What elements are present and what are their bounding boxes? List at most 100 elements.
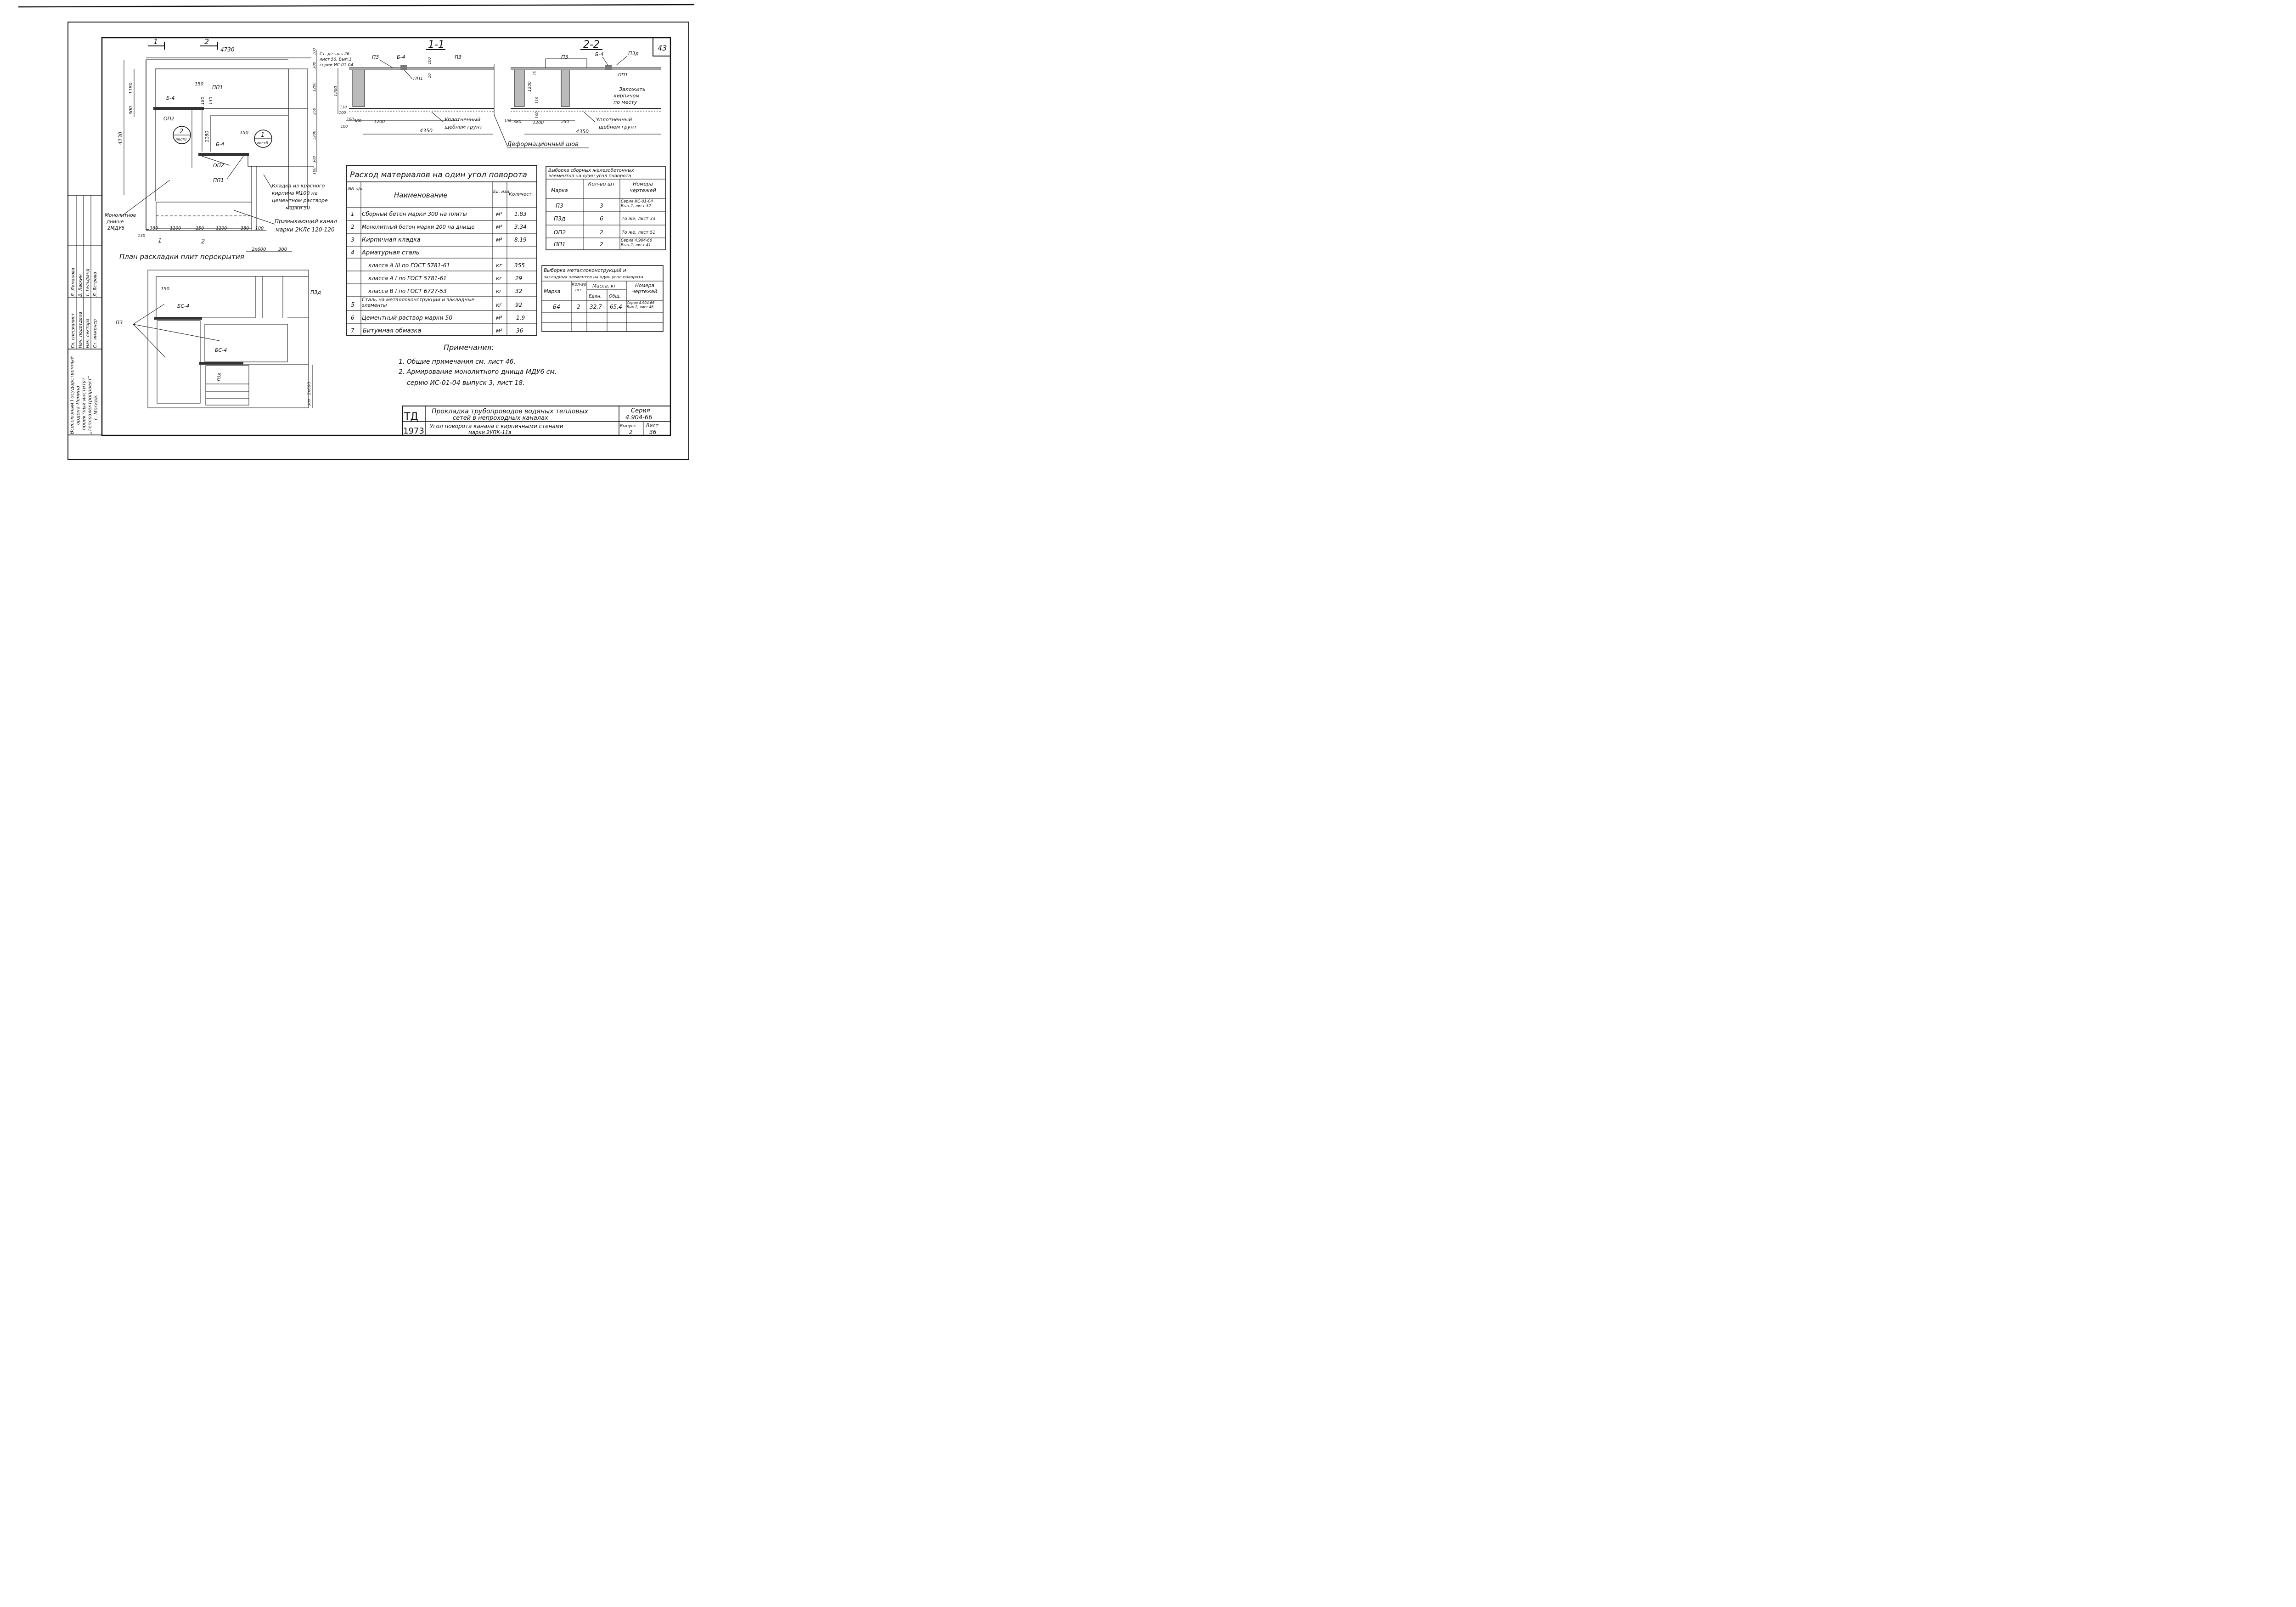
dim-130-bottom: 130 (138, 234, 145, 238)
dim-250-right: 250 (312, 108, 316, 115)
steel-header-mark: Марка (544, 288, 561, 294)
s2-soil-2: щебнем грунт (599, 124, 637, 130)
materials-header-qty: Количест. (509, 192, 533, 197)
s2-dim-380h: 380 (513, 120, 521, 124)
mat-row-7-name: класса В I по ГОСТ 6727-53 (368, 288, 447, 294)
mat-row-3-unit: м³ (496, 237, 502, 243)
precast-table: Выборка сборных железобетонных элементов… (546, 166, 666, 250)
s2-dim-250h: 250 (561, 120, 569, 124)
notes-title: Примечания: (444, 343, 494, 352)
callout-1-number: 1 (261, 132, 264, 139)
s2-soil-1: Уплотненный (596, 117, 632, 123)
stamp-name-3: Т. Гельфанд (85, 268, 90, 297)
mat-row-3-n: 3 (351, 237, 355, 243)
s2-dim-1200h: 1200 (533, 120, 544, 125)
s2-fill-2: кирпичом (613, 93, 640, 99)
mat-row-9-name: Цементный раствор марки 50 (362, 314, 452, 321)
side-stamp: Гл. специалист Л. Лиманова Нач. подотдел… (68, 195, 102, 435)
mat-row-1-name: Сборный бетон марки 300 на плиты (362, 211, 467, 217)
s2-dim-110: 110 (535, 97, 539, 104)
mat-row-9-qty: 1.9 (516, 315, 525, 321)
dim-300: 300 (129, 106, 134, 115)
dim-100-bottom: 100 (255, 226, 264, 231)
mat-row-3-name: Кирпичная кладка (362, 237, 421, 243)
lp-dim-150: 150 (161, 287, 169, 292)
steel-header-unit: Един. (589, 294, 602, 299)
drawing-canvas: 43 Гл. специалист Л. Лиманова Нач. подот… (18, 4, 695, 460)
ref-detail-3: серии ИС-01-04 (320, 63, 353, 68)
brick-note-3: цементном растворе (272, 197, 328, 203)
title-block-series-label: Серия (631, 407, 650, 414)
brick-note-2: кирпича М100 на (272, 190, 318, 196)
s2-label-p3d: П3д (628, 51, 639, 56)
s1-soil-1: Уплотненный (445, 117, 480, 123)
lp-dim-300a: 300 (278, 247, 287, 252)
lp-label-p3d-mid: П3д (217, 372, 222, 381)
label-op2-mid: ОП2 (213, 163, 224, 169)
adjacent-note-2: марки 2КЛс 120-120 (276, 226, 335, 233)
precast-row-1-drawing: Серия ИС-01-04 Вып.2, лист 32 (621, 199, 653, 209)
stamp-role-2: Нач. подотдела (78, 312, 83, 348)
cut-2-top: 2 (204, 37, 209, 46)
cut-2-bottom: 2 (201, 238, 205, 245)
dim-4130: 4130 (118, 132, 124, 145)
title-block-td: ТД (404, 411, 418, 423)
stamp-role-3: Нач. сектора (85, 318, 90, 348)
mat-row-8-name: Сталь на металлоконструкции и закладные … (362, 297, 474, 308)
title-block-year: 1973 (403, 426, 424, 436)
materials-header-unit: Ед. изм. (493, 190, 511, 194)
stamp-org-5: г. Москва. (93, 395, 99, 420)
s1-dim-100: 100 (428, 57, 432, 64)
notes: Примечания: 1. Общие примечания см. лист… (399, 343, 557, 387)
mat-row-1-n: 1 (351, 211, 355, 217)
s1-dim-1200h: 1200 (374, 119, 385, 124)
cut-1-top: 1 (153, 37, 158, 46)
precast-title-1: Выборка сборных железобетонных (548, 168, 634, 173)
dim-1200-right-2: 1200 (312, 131, 316, 140)
s1-dim-1200v: 1200 (334, 86, 338, 96)
dim-1200-bottom-2: 1200 (216, 226, 227, 231)
label-pp1-mid: ПП1 (213, 177, 224, 183)
steel-table: Выборка металлоконструкций и закладных э… (541, 265, 664, 332)
dim-150b: 150 (240, 130, 248, 135)
stamp-role-1: Гл. специалист (71, 313, 76, 348)
precast-row-2-mark: П3д (554, 215, 565, 222)
title-block-title-2: сетей в непроходных каналах (453, 415, 548, 422)
mat-row-9-unit: м³ (496, 315, 502, 321)
mat-row-2-name: Монолитный бетон марки 200 на днище (362, 224, 475, 230)
bottom-note-3: 2МДУ6 (107, 226, 124, 231)
precast-row-4-drawing: Серия 4.904-66 Вып.2, лист 41 (621, 238, 653, 248)
label-b4-top: Б-4 (166, 95, 175, 101)
section-1-title: 1-1 (428, 39, 445, 51)
cut-1-bottom: 1 (158, 237, 162, 244)
stamp-org-1: Всесоюзный Государственный (69, 356, 75, 434)
mat-row-2-n: 2 (351, 224, 355, 230)
precast-header-mark: Марка (551, 187, 568, 193)
mat-row-1-qty: 1.83 (514, 211, 527, 217)
callout-2-sheet: лист8 (175, 137, 186, 141)
s1-label-b4: Б-4 (397, 54, 405, 60)
precast-row-4-mark: ПП1 (554, 241, 566, 248)
steel-row-1-drawing: Серия 4.904-66 Вып.2, лист 46 (627, 301, 655, 309)
precast-row-1-qty: 3 (600, 203, 603, 209)
stamp-role-4: Ст. инженер (93, 319, 98, 348)
adjacent-note-1: Примыкающий канал (275, 218, 337, 225)
dim-130: 130 (209, 97, 214, 105)
lp-label-p3d: П3д (310, 289, 321, 295)
label-b4-mid: Б-4 (216, 141, 225, 147)
dim-100-right: 100 (312, 168, 316, 175)
s2-fill-3: по месту (613, 99, 637, 105)
bottom-note-2: днище (106, 219, 124, 225)
precast-header-drawing: Номера чертежей (630, 181, 656, 193)
mat-row-8-qty: 92 (515, 302, 522, 308)
precast-row-2-drawing: То же, лист 33 (622, 216, 655, 221)
steel-row-1-qty: 2 (577, 304, 580, 310)
dim-150a: 150 (195, 82, 203, 87)
mat-row-8-unit: кг (496, 302, 502, 308)
section-2-2: 2-2 П3 Б-4 П3д ПП1 10 1200 110 100 100 3… (494, 39, 661, 148)
title-block-sheet: 36 (649, 429, 657, 435)
mat-row-1-unit: м³ (496, 211, 502, 217)
lp-dim-300v: 300 (307, 399, 311, 406)
s2-label-p3: П3 (561, 54, 568, 60)
dim-380-bottom: 380 (150, 226, 158, 231)
